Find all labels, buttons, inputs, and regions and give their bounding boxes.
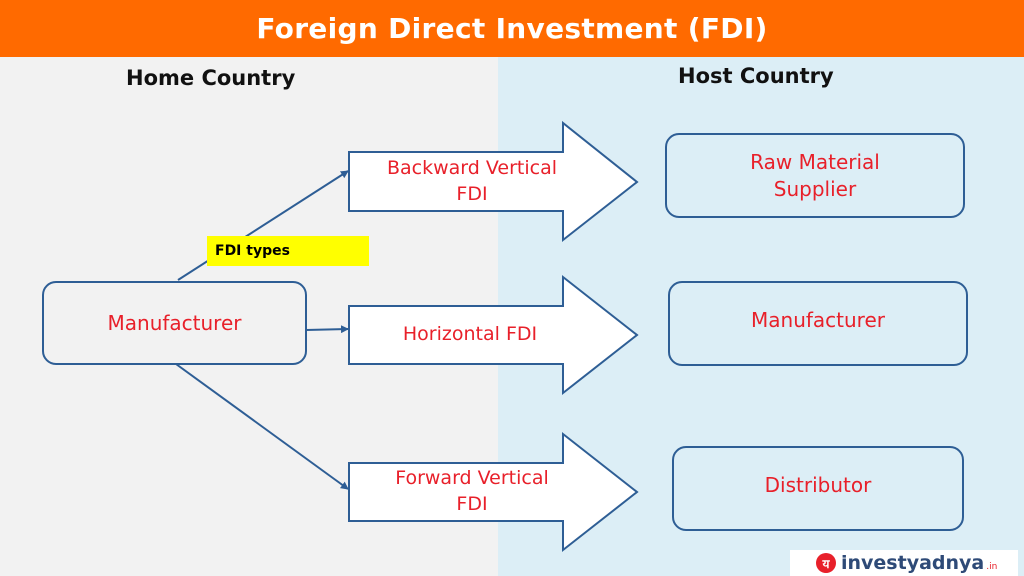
arrow-label-horizontal: Horizontal FDI [402,323,538,346]
fdi-types-tag: FDI types [207,236,369,266]
block-arrow-forward [348,431,639,553]
logo-mark-icon: य [816,553,836,573]
page-title: Foreign Direct Investment (FDI) [0,0,1024,57]
investyadnya-logo: य investyadnya .in [790,550,1018,576]
logo-text: investyadnya [841,552,985,574]
source-manufacturer-box: Manufacturer [42,281,307,365]
block-arrow-backward [348,120,639,243]
target-distributor-box: Distributor [672,446,964,531]
connector-line-horizontal [305,325,349,334]
connector-line-backward [177,170,349,281]
source-manufacturer-label: Manufacturer [107,310,242,335]
target-manufacturer-box: Manufacturer [668,281,968,366]
host-country-heading: Host Country [678,64,834,88]
home-country-heading: Home Country [126,66,296,90]
logo-tld: .in [986,562,998,572]
connector-line-forward [175,363,349,490]
block-arrow-horizontal [348,274,639,396]
